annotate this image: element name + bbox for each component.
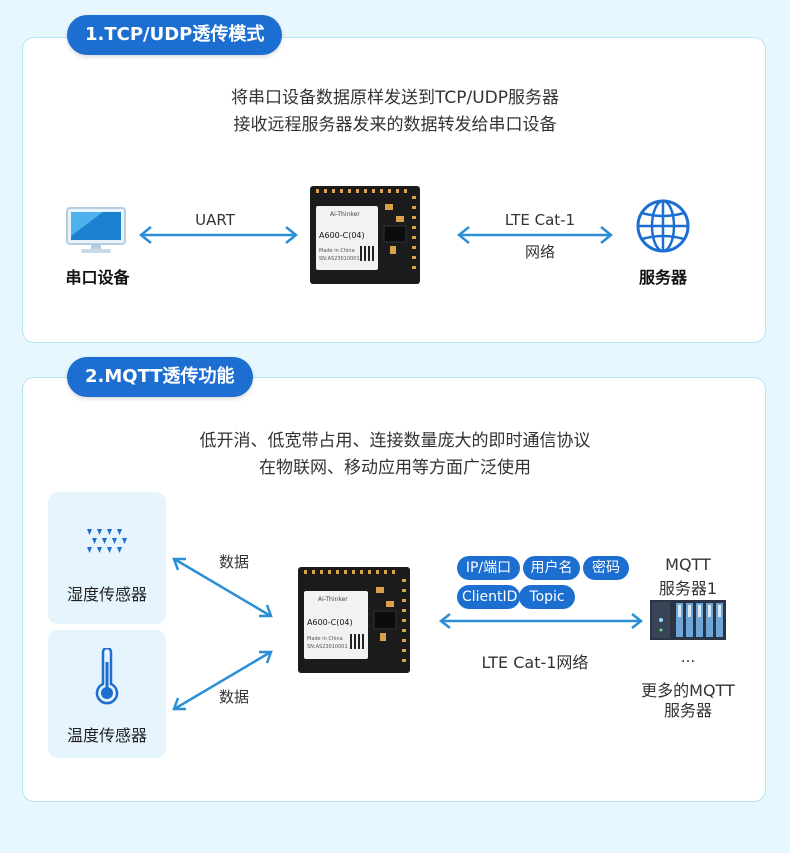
a600-module-1: Ai-Thinker A600-C(04) Made in China SN:A… [310,186,420,284]
thermometer-icon [95,646,119,706]
mqtt-double-arrow [437,612,645,630]
module-2-brand: Ai-Thinker [318,596,348,603]
section1-title: 1.TCP/UDP透传模式 [67,15,283,55]
server-rack-icon [650,600,726,640]
uart-double-arrow [137,225,300,245]
lte-double-arrow [455,225,615,245]
module-2-model: A600-C(04) [307,618,353,627]
more-servers-line1: 更多的MQTT [641,681,735,700]
data-arrow-top [170,555,275,620]
section2-title: 2.MQTT透传功能 [67,357,253,397]
module-2-qr-icon [350,634,365,649]
more-servers-ellipsis: ... [680,648,696,666]
temperature-sensor-card: 温度传感器 [48,630,166,758]
module-2-label-sticker: Ai-Thinker A600-C(04) Made in China SN:A… [304,591,368,659]
module-2-made-in: Made in China [307,636,343,642]
humidity-icon [85,528,129,556]
mqtt-network-label: LTE Cat-1网络 [481,653,589,672]
temperature-sensor-label: 温度传感器 [66,726,147,745]
globe-icon [633,197,693,255]
chip-client-id: ClientID [457,585,520,609]
lte-label: LTE Cat-1 [504,211,576,229]
section2-desc-line1: 低开消、低宽带占用、连接数量庞大的即时通信协议 [199,431,591,451]
humidity-sensor-card: 湿度传感器 [48,492,166,624]
uart-label: UART [195,211,235,229]
mqtt-server-line1: MQTT [665,555,711,574]
serial-device-label: 串口设备 [65,268,130,287]
module-1-model: A600-C(04) [319,231,365,240]
chip-topic: Topic [519,585,575,609]
more-servers-line2: 服务器 [663,701,712,720]
server-label: 服务器 [638,268,687,287]
chip-ip-port: IP/端口 [457,556,520,580]
data-arrow-bottom [170,648,275,713]
section2-desc-line2: 在物联网、移动应用等方面广泛使用 [259,458,531,478]
chip-password: 密码 [583,556,629,580]
mqtt-server-line2: 服务器1 [658,579,718,598]
section1-desc-line2: 接收远程服务器发来的数据转发给串口设备 [233,115,557,135]
section1-desc-line1: 将串口设备数据原样发送到TCP/UDP服务器 [230,88,560,108]
data-label-top: 数据 [219,553,250,571]
module-2-serial: SN:AS23010001 [307,644,348,650]
module-1-brand: Ai-Thinker [330,211,360,218]
module-1-qr-icon [360,246,375,261]
humidity-sensor-label: 湿度传感器 [66,585,147,604]
module-1-made-in: Made in China [319,248,355,254]
network-label: 网络 [524,243,555,261]
monitor-icon [65,206,127,254]
chip-username: 用户名 [523,556,580,580]
module-1-label-sticker: Ai-Thinker A600-C(04) Made in China SN:A… [316,206,378,270]
data-label-bottom: 数据 [219,688,250,706]
module-1-serial: SN:AS23010001 [319,256,360,262]
a600-module-2: Ai-Thinker A600-C(04) Made in China SN:A… [298,567,410,673]
